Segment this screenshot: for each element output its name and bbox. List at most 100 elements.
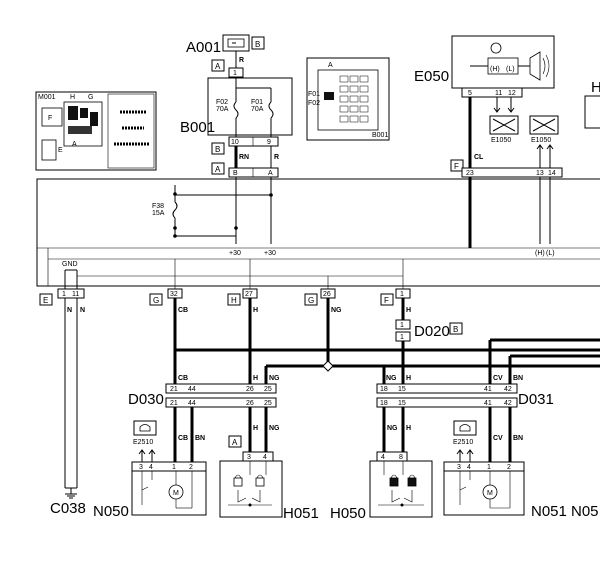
svg-text:F02: F02 <box>308 100 320 107</box>
svg-text:F01: F01 <box>251 99 263 106</box>
svg-text:NG: NG <box>387 425 398 432</box>
svg-text:A: A <box>232 438 238 447</box>
n05-partial-label: N05 <box>571 503 599 520</box>
svg-text:1: 1 <box>400 322 404 329</box>
svg-text:2: 2 <box>189 464 193 471</box>
svg-text:13: 13 <box>536 170 544 177</box>
svg-text:R: R <box>239 57 244 64</box>
svg-text:12: 12 <box>508 90 516 97</box>
svg-text:B: B <box>453 325 458 334</box>
lock-icon-h050-right <box>407 477 417 487</box>
svg-text:(H): (H) <box>535 250 545 257</box>
svg-text:11: 11 <box>72 291 79 298</box>
svg-text:32: 32 <box>170 291 178 298</box>
svg-text:M: M <box>487 490 493 497</box>
svg-text:1: 1 <box>487 464 491 471</box>
svg-text:14: 14 <box>548 170 556 177</box>
svg-text:9: 9 <box>267 139 271 146</box>
svg-text:H: H <box>406 425 411 432</box>
svg-text:42: 42 <box>504 386 512 393</box>
svg-text:F: F <box>384 296 389 305</box>
h050-switch-unit <box>369 460 433 518</box>
svg-text:21: 21 <box>170 400 178 407</box>
h050-label: H050 <box>330 505 366 522</box>
svg-text:(L): (L) <box>506 66 515 73</box>
svg-text:(H): (H) <box>490 66 500 73</box>
thumb-m001-label: M001 <box>38 94 56 101</box>
h-partial-label: H <box>591 79 600 96</box>
svg-text:H: H <box>231 296 237 305</box>
svg-text:H: H <box>253 307 258 314</box>
svg-text:G: G <box>153 296 159 305</box>
lock-icon-h051-left <box>233 477 243 487</box>
lock-icon-h050-left <box>389 477 399 487</box>
svg-text:4: 4 <box>263 454 267 461</box>
svg-text:15: 15 <box>398 386 406 393</box>
svg-text:41: 41 <box>484 386 492 393</box>
d031-label: D031 <box>518 391 554 408</box>
d020-label: D020 <box>414 323 450 340</box>
svg-text:CV: CV <box>493 375 503 382</box>
fuse-f38-symbol <box>172 201 178 219</box>
svg-text:26: 26 <box>246 400 254 407</box>
svg-text:B001: B001 <box>372 132 388 139</box>
svg-text:CL: CL <box>474 154 484 161</box>
svg-text:3: 3 <box>457 464 461 471</box>
svg-text:18: 18 <box>380 386 388 393</box>
svg-text:+30: +30 <box>264 250 276 257</box>
svg-text:CB: CB <box>178 435 188 442</box>
svg-text:CB: CB <box>178 307 188 314</box>
svg-text:BN: BN <box>513 375 523 382</box>
svg-text:RN: RN <box>239 154 249 161</box>
svg-text:NG: NG <box>269 375 280 382</box>
svg-text:1: 1 <box>62 291 66 298</box>
svg-text:E1050: E1050 <box>531 137 551 144</box>
svg-text:G: G <box>88 94 93 101</box>
svg-text:R: R <box>274 154 279 161</box>
svg-text:N: N <box>67 307 72 314</box>
splice-node <box>322 360 334 372</box>
svg-text:N: N <box>80 307 85 314</box>
svg-text:42: 42 <box>504 400 512 407</box>
svg-text:15A: 15A <box>152 210 165 217</box>
svg-text:25: 25 <box>264 386 272 393</box>
n051-label: N051 <box>531 503 567 520</box>
svg-text:41: 41 <box>484 400 492 407</box>
svg-text:1: 1 <box>233 70 237 77</box>
svg-text:F: F <box>48 115 52 122</box>
svg-text:A: A <box>268 170 273 177</box>
svg-text:70A: 70A <box>251 106 264 113</box>
svg-text:23: 23 <box>466 170 474 177</box>
svg-text:A: A <box>72 141 77 148</box>
svg-text:(L): (L) <box>546 250 555 257</box>
svg-text:F02: F02 <box>216 99 228 106</box>
svg-text:E1050: E1050 <box>491 137 511 144</box>
svg-text:A: A <box>215 165 221 174</box>
svg-text:8: 8 <box>399 454 403 461</box>
svg-text:H: H <box>70 94 75 101</box>
svg-text:F: F <box>454 162 459 171</box>
svg-text:CV: CV <box>493 435 503 442</box>
svg-text:F01: F01 <box>308 91 320 98</box>
svg-text:M: M <box>173 490 179 497</box>
e050-label: E050 <box>414 68 449 85</box>
svg-text:B: B <box>233 170 238 177</box>
svg-text:A: A <box>215 62 221 71</box>
b001-label: B001 <box>180 119 215 136</box>
svg-text:11: 11 <box>495 90 502 97</box>
svg-text:BN: BN <box>195 435 205 442</box>
svg-text:H: H <box>253 375 258 382</box>
svg-text:26: 26 <box>323 291 331 298</box>
n050-label: N050 <box>93 503 129 520</box>
svg-text:E2510: E2510 <box>133 439 153 446</box>
h051-switch-unit <box>219 460 283 518</box>
d030-label: D030 <box>128 391 164 408</box>
svg-text:CB: CB <box>178 375 188 382</box>
svg-text:44: 44 <box>188 400 196 407</box>
svg-text:GND: GND <box>62 261 78 268</box>
svg-text:BN: BN <box>513 435 523 442</box>
svg-text:15: 15 <box>398 400 406 407</box>
svg-text:E: E <box>58 147 63 154</box>
